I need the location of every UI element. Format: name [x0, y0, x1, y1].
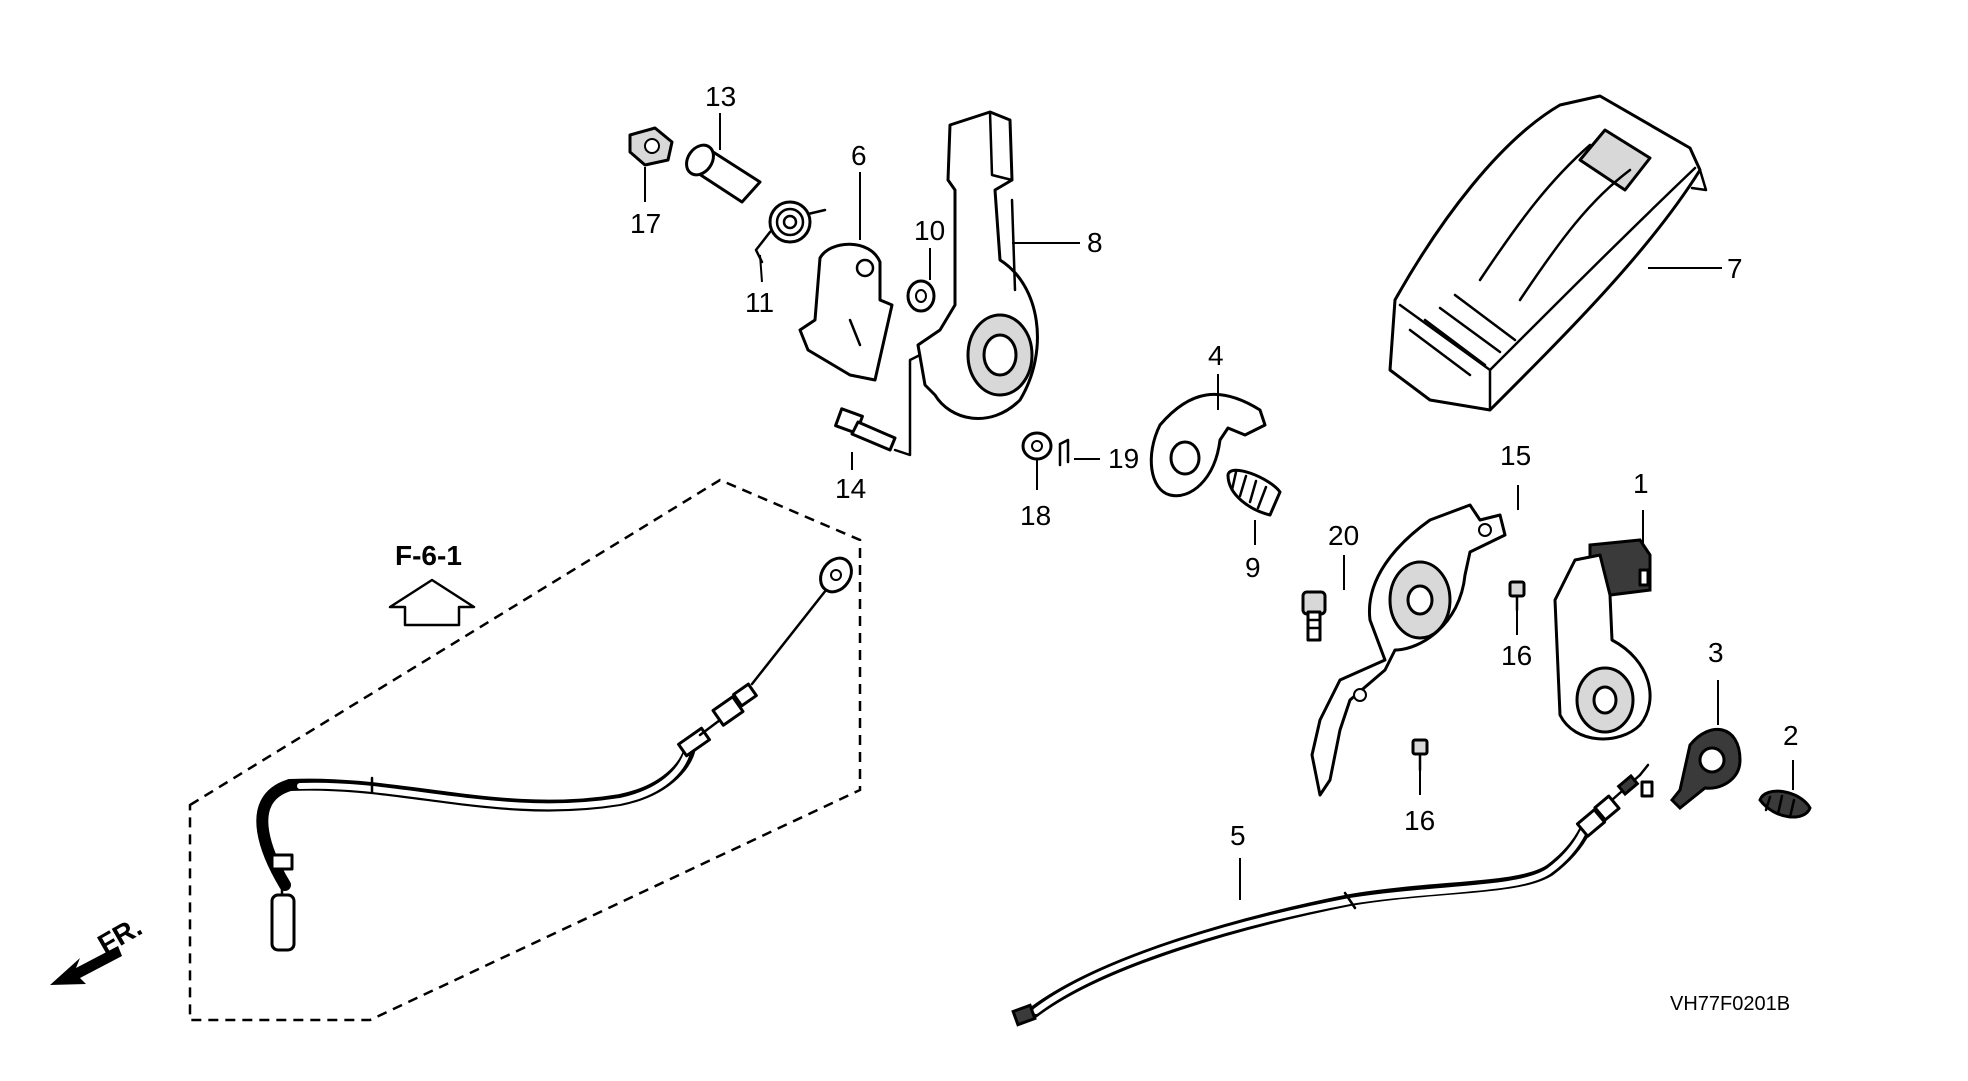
- callout-6: 6: [851, 140, 867, 171]
- callout-1: 1: [1633, 468, 1649, 499]
- front-direction-arrow-icon: [50, 946, 122, 985]
- part-1-control-lever: [1553, 538, 1652, 741]
- callout-4: 4: [1208, 340, 1224, 371]
- callout-2: 2: [1783, 720, 1799, 751]
- callout-20: 20: [1328, 520, 1359, 551]
- callout-8: 8: [1087, 227, 1103, 258]
- front-direction-label: FR.: [93, 911, 148, 960]
- callout-18: 18: [1020, 500, 1051, 531]
- part-16-upper-bolt: [1508, 580, 1526, 612]
- callout-16-upper: 16: [1501, 640, 1532, 671]
- callout-17: 17: [630, 208, 661, 239]
- part-11-spring: [754, 200, 827, 264]
- left-cable: [256, 556, 853, 952]
- kit-boundary-dashed: [188, 478, 862, 1022]
- part-17-nut: [628, 126, 674, 167]
- callout-14: 14: [835, 473, 866, 504]
- part-8-throttle-lever: [916, 110, 1039, 420]
- part-2-spring: [1758, 789, 1812, 819]
- callout-3: 3: [1708, 637, 1724, 668]
- part-4-arm-plate: [1149, 392, 1267, 498]
- diagram-code: VH77F0201B: [1670, 993, 1790, 1015]
- up-arrow-icon: [388, 578, 476, 627]
- callout-9: 9: [1245, 552, 1261, 583]
- leader-lines: [644, 113, 1794, 900]
- part-6-bracket: [798, 242, 894, 382]
- reference-label: F-6-1: [395, 540, 462, 571]
- part-16-lower-bolt: [1411, 738, 1429, 772]
- part-3-cam-plate: [1669, 727, 1742, 811]
- callout-16-lower: 16: [1404, 805, 1435, 836]
- part-5-cable: [1011, 763, 1654, 1027]
- part-19-clip: [1058, 438, 1070, 467]
- callout-15: 13: [705, 81, 736, 112]
- part-15-collar: [685, 143, 762, 204]
- part-9-spring: [1226, 468, 1282, 517]
- part-13-washer: [906, 279, 936, 313]
- part-20-bolt: [1301, 590, 1327, 642]
- bolt-axis-line: [893, 353, 922, 457]
- part-14-bolt: [834, 407, 897, 452]
- callout-7: 7: [1727, 253, 1743, 284]
- part-7-cover: [1388, 94, 1708, 412]
- callout-19: 19: [1108, 443, 1139, 474]
- callout-11: 11: [745, 287, 774, 318]
- callout-5: 5: [1230, 820, 1246, 851]
- callout-13: 10: [914, 215, 945, 246]
- part-10-lever-bracket: [1310, 503, 1507, 797]
- callout-10: 15: [1500, 440, 1531, 471]
- part-18-washer: [1021, 431, 1053, 461]
